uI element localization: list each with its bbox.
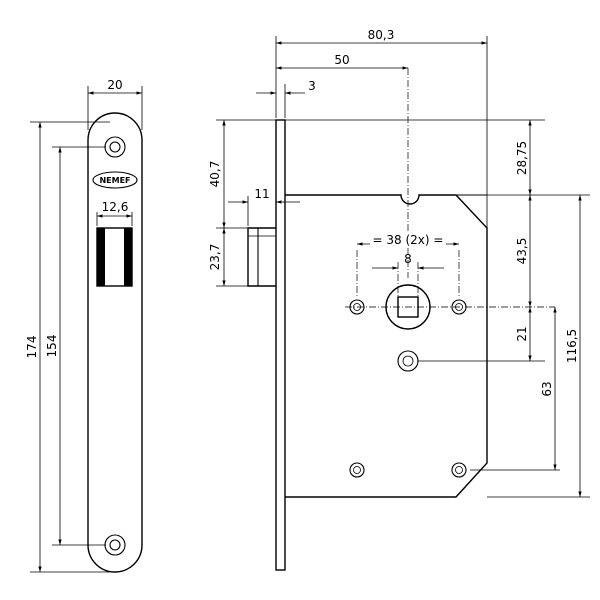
dim-hole-spacing: = 38 (2x) = <box>373 233 444 247</box>
brand-logo-oval <box>92 171 138 189</box>
dim-latch-height: 23,7 <box>208 244 222 271</box>
lock-case-outline <box>285 194 488 498</box>
bottom-hole-right <box>451 462 467 478</box>
side-view-dimensions: 80,3 50 3 11 40,7 23,7 28,75 43,5 <box>208 28 590 498</box>
dim-backset: 50 <box>334 53 349 67</box>
dim-top-offset: 28,75 <box>515 141 529 175</box>
faceplate-edge <box>275 119 286 571</box>
dim-faceplate-length: 174 <box>25 336 39 359</box>
dim-faceplate-thickness: 3 <box>308 79 316 93</box>
front-view-dimensions: 20 12,6 174 154 <box>25 78 143 573</box>
dim-body-height: 116,5 <box>565 329 579 363</box>
dim-spindle-square: 8 <box>404 252 412 266</box>
brand-logo-text: NEMEF <box>99 176 130 185</box>
lock-body-side-view <box>247 68 560 571</box>
dim-faceplate-width: 20 <box>107 78 122 92</box>
dim-spindle-to-hole: 21 <box>515 326 529 341</box>
faceplate-front-view: NEMEF <box>87 112 143 573</box>
dim-screw-spacing: 154 <box>45 335 59 358</box>
top-screw-hole <box>104 136 126 158</box>
bottom-hole-left <box>349 462 365 478</box>
dim-latch-projection: 11 <box>254 187 269 201</box>
cylinder-hole <box>397 350 419 372</box>
dim-top-to-body: 40,7 <box>208 161 222 188</box>
bottom-screw-hole <box>104 534 126 556</box>
dim-latch-width: 12,6 <box>102 200 129 214</box>
dim-top-to-spindle: 43,5 <box>515 238 529 265</box>
dim-spindle-to-bottom-hole: 63 <box>540 381 554 396</box>
latch-bolt <box>247 227 276 287</box>
dim-backset-total: 80,3 <box>368 28 395 42</box>
latch-opening <box>96 227 133 287</box>
faceplate-outline <box>87 112 143 573</box>
